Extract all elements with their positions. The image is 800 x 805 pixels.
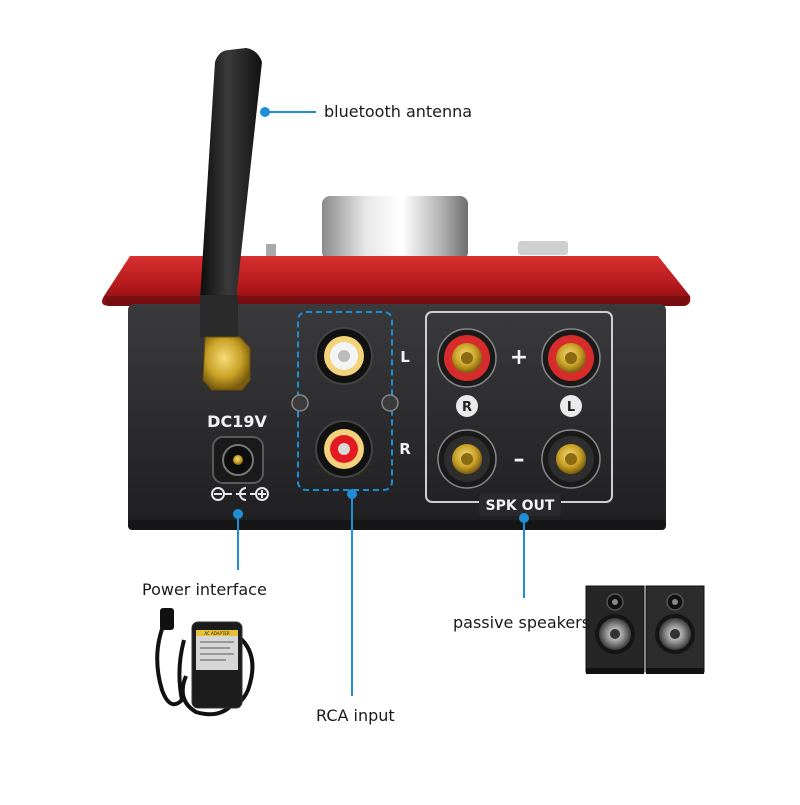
speaker-terminal-icon[interactable] [437,328,497,388]
dc-label: DC19V [207,412,267,431]
minus-label: – [514,447,525,472]
callout-passive-speakers: passive speakers [453,613,591,632]
rca-jack-right[interactable] [315,420,373,478]
bookshelf-speaker-icon [645,585,705,674]
rca-jack-left[interactable] [315,327,373,385]
channel-left-label: L [400,348,410,366]
dc-jack-icon[interactable] [212,436,264,484]
antenna-icon [200,48,262,391]
panel-screw [291,394,309,412]
bookshelf-speaker-icon [585,585,645,674]
callout-lines [233,107,529,696]
channel-right-label: R [399,440,411,458]
top-button[interactable] [518,241,568,255]
spk-out-label: SPK OUT [486,498,555,514]
power-adapter-icon: AC ADAPTER [155,608,255,717]
adapter-label: AC ADAPTER [204,631,230,636]
callout-bluetooth-antenna: bluetooth antenna [324,102,473,121]
plus-label: + [510,345,528,370]
speaker-terminal-icon[interactable] [541,429,601,489]
panel-screw [381,394,399,412]
speaker-terminal-icon[interactable] [541,328,601,388]
speaker-terminal-icon[interactable] [437,429,497,489]
top-peg [266,244,276,258]
terminal-l-badge [560,395,582,417]
callout-power-interface: Power interface [142,580,267,599]
volume-knob[interactable] [322,196,468,260]
spk-out-tag-bg [479,494,561,516]
terminal-l-label: L [567,400,575,415]
dc-polarity-icon [211,487,269,501]
chassis-top [102,256,691,306]
terminal-r-label: R [462,400,472,415]
callout-rca-input: RCA input [316,706,395,725]
terminal-r-badge [456,395,478,417]
